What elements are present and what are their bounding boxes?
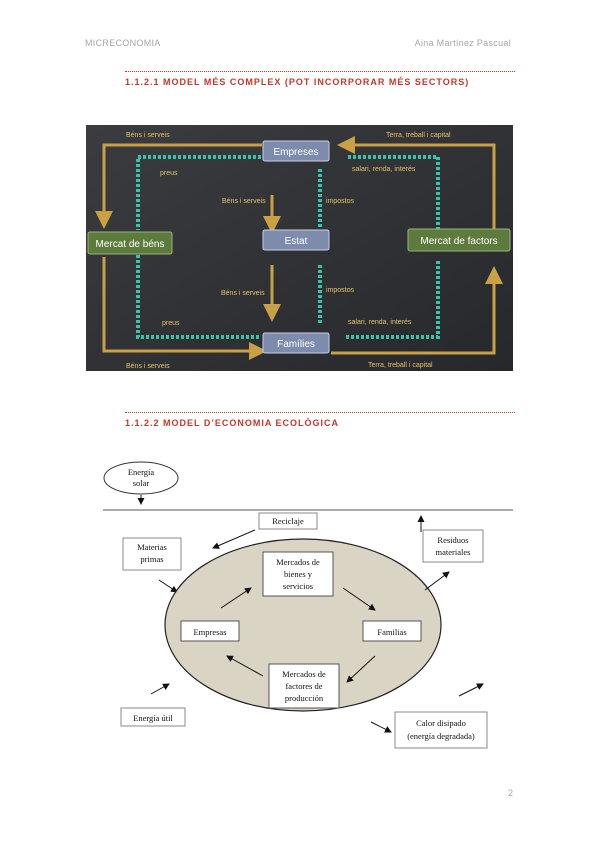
residuos-l2: materiales (436, 547, 471, 557)
label-bens-top: Béns i serveis (126, 132, 170, 139)
mercados-bienes-l2: bienes y (284, 569, 313, 579)
mercados-bienes-node (262, 551, 334, 597)
energia-solar-l1: Energía (128, 467, 155, 477)
energia-solar-l2: solar (133, 478, 150, 488)
label-salari-bot: salari, renda, interés (348, 319, 412, 326)
node-mercat-bens-label: Mercat de béns (96, 239, 165, 250)
mercados-bienes-l3: servicios (283, 581, 313, 591)
reciclaje-node (258, 512, 318, 530)
mercados-factores-l1: Mercados de (282, 669, 326, 679)
empresas-node (180, 620, 240, 642)
money-flow-lines (136, 155, 440, 339)
node-estat-label: Estat (285, 236, 308, 247)
calor-l2: (energía degradada) (407, 731, 475, 741)
section2-rule (125, 412, 515, 413)
section2-title: 1.1.2.2 MODEL D’ECONOMIA ECOLÒGICA (125, 418, 340, 428)
label-bens-mid-top: Béns i serveis (222, 198, 266, 205)
familias-label: Familias (377, 627, 406, 637)
node-mercat-bens: Mercat de béns (87, 231, 173, 255)
mercados-factores-l2: factores de (285, 681, 322, 691)
label-preus-bot: preus (162, 320, 180, 327)
label-terra-bottom: Terra, treball i capital (368, 362, 433, 369)
residuos-l1: Residuos (437, 535, 468, 545)
mercados-factores-node (268, 663, 340, 709)
node-families: Famílies (262, 332, 330, 354)
mercados-bienes-l1: Mercados de (276, 557, 320, 567)
section1-rule (125, 71, 515, 72)
label-bens-mid-bot: Béns i serveis (221, 290, 265, 297)
section1-title: 1.1.2.1 MODEL MÉS COMPLEX (POT INCORPORA… (125, 77, 470, 87)
label-terra-top: Terra, treball i capital (386, 132, 451, 139)
node-empreses-label: Empreses (273, 147, 318, 158)
node-mercat-factors: Mercat de factors (407, 228, 511, 252)
goods-flow-lines (95, 136, 503, 360)
diagram1-labels: Béns i serveis Terra, treball i capital … (126, 132, 451, 370)
materias-l1: Materias (137, 542, 167, 552)
ecological-economy-diagram: Energía solar Reciclaje Residuos materia… (103, 460, 513, 768)
header-left: MICRECONOMIA (85, 38, 161, 48)
calor-l1: Calor disipado (416, 718, 466, 728)
label-impostos-bot: impostos (326, 287, 355, 294)
energia-util-label: Energía útil (133, 713, 173, 723)
label-bens-bottom: Béns i serveis (126, 363, 170, 370)
empresas-label: Empresas (193, 627, 226, 637)
calor-node (394, 711, 488, 749)
node-estat: Estat (262, 229, 330, 251)
reciclaje-label: Reciclaje (272, 516, 304, 526)
node-families-label: Famílies (277, 339, 315, 350)
page-number: 2 (508, 788, 514, 798)
label-impostos-top: impostos (326, 198, 355, 205)
materias-l2: primas (140, 554, 163, 564)
node-mercat-factors-label: Mercat de factors (420, 236, 497, 247)
energia-solar-node (103, 461, 179, 495)
circular-flow-diagram: Empreses Estat Famílies Mercat de béns M… (86, 125, 513, 371)
economy-ellipse (164, 538, 442, 712)
familias-node (362, 620, 422, 642)
node-empreses: Empreses (262, 140, 330, 162)
residuos-node (422, 529, 484, 563)
header-right: Aina Martínez Pascual (414, 38, 511, 48)
energia-util-node (120, 707, 186, 727)
materias-node (122, 537, 182, 571)
inner-flow-arrows (220, 587, 376, 683)
mercados-factores-l3: producción (285, 693, 324, 703)
label-salari-top: salari, renda, interés (352, 166, 416, 173)
label-preus-top: preus (160, 170, 178, 177)
